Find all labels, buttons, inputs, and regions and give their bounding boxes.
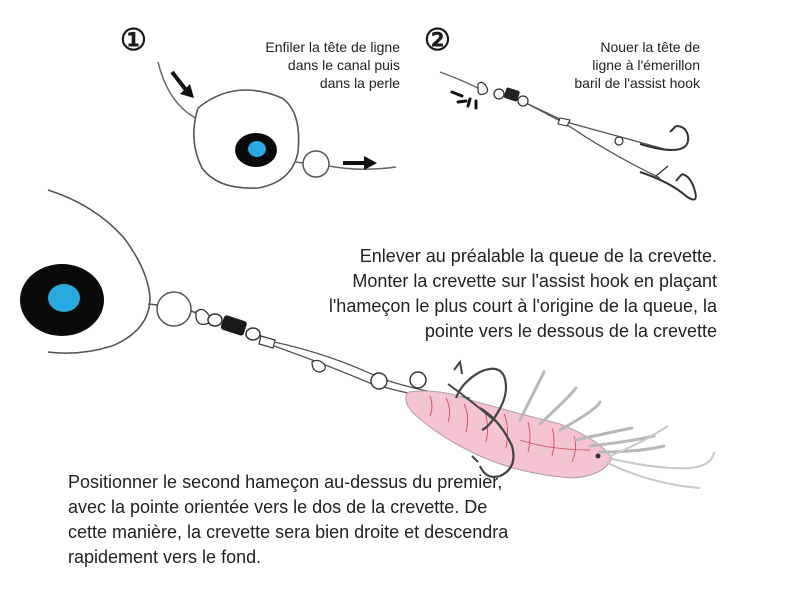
bottom-line-1: Positionner le second hameçon au-dessus … bbox=[68, 472, 503, 492]
main-hook-lower bbox=[478, 407, 515, 478]
step2-small-bead bbox=[614, 136, 624, 146]
step2-instructions: Nouer la tête de ligne à l'émerillon bar… bbox=[470, 38, 700, 92]
main-swivel-ring-1 bbox=[207, 313, 223, 327]
shrimp-body bbox=[405, 390, 613, 479]
step2-line-1: Nouer la tête de bbox=[600, 39, 700, 55]
tighten-spark-icon bbox=[450, 90, 478, 110]
step2-swivel-ring-1 bbox=[493, 88, 505, 100]
step2-illustration bbox=[439, 71, 697, 201]
step1-instructions: Enfiler la tête de ligne dans le canal p… bbox=[150, 38, 400, 92]
step1-illustration bbox=[157, 61, 397, 189]
step2-knot-2 bbox=[557, 117, 571, 127]
main-knot-2 bbox=[311, 359, 326, 373]
step1-line-3: dans la perle bbox=[319, 75, 400, 91]
main-assist-line-a bbox=[273, 341, 471, 399]
step1-line-tail bbox=[328, 165, 397, 171]
step1-line-1: Enfiler la tête de ligne bbox=[265, 39, 400, 55]
middle-line-2: Monter la crevette sur l'assist hook en … bbox=[352, 271, 717, 291]
step2-assist-line-upper bbox=[527, 103, 669, 151]
step2-hook-shank-2 bbox=[655, 165, 669, 177]
step2-assist-line-lower bbox=[527, 103, 661, 179]
main-swivel-ring-2 bbox=[245, 327, 261, 341]
main-hook-upper-barb bbox=[453, 359, 463, 375]
main-illustration bbox=[20, 189, 715, 489]
step2-knot bbox=[477, 81, 489, 96]
step2-line-2: ligne à l'émerillon bbox=[592, 57, 700, 73]
shrimp-antennae bbox=[605, 425, 715, 489]
middle-instructions: Enlever au préalable la queue de la crev… bbox=[200, 244, 717, 344]
step1-eye-inner bbox=[248, 141, 266, 157]
step2-line-3: baril de l'assist hook bbox=[574, 75, 700, 91]
step1-number: ① bbox=[120, 23, 147, 58]
main-crimp bbox=[258, 335, 276, 349]
step1-bead bbox=[302, 150, 330, 178]
middle-line-1: Enlever au préalable la queue de la crev… bbox=[359, 246, 717, 266]
main-hook-lower-barb bbox=[471, 455, 479, 463]
step1-line-2: dans le canal puis bbox=[287, 57, 400, 73]
bottom-line-4: rapidement vers le fond. bbox=[68, 547, 262, 567]
middle-line-4: pointe vers le dessous de la crevette bbox=[424, 321, 717, 341]
main-small-bead-1 bbox=[370, 372, 388, 390]
bottom-line-3: cette manière, la crevette sera bien dro… bbox=[68, 522, 509, 542]
arrow-down-right-icon bbox=[170, 70, 194, 98]
main-barrel-swivel bbox=[220, 315, 247, 336]
step2-swivel-ring-2 bbox=[517, 95, 529, 107]
main-bead bbox=[156, 291, 192, 327]
main-line-1 bbox=[147, 303, 159, 306]
bottom-instructions: Positionner le second hameçon au-dessus … bbox=[68, 470, 628, 570]
step2-number: ② bbox=[424, 23, 451, 58]
middle-line-3: l'hameçon le plus court à l'origine de l… bbox=[328, 296, 717, 316]
bottom-line-2: avec la pointe orientée vers le dos de l… bbox=[68, 497, 488, 517]
main-eye-inner bbox=[48, 284, 80, 312]
shrimp-eye bbox=[595, 453, 601, 459]
step2-hook-short bbox=[639, 125, 690, 152]
step2-barrel-swivel bbox=[504, 87, 520, 102]
step2-hook-long bbox=[639, 171, 697, 201]
arrow-right-icon bbox=[343, 156, 377, 170]
main-hook-shank bbox=[447, 383, 495, 421]
main-small-bead-2 bbox=[409, 371, 427, 389]
